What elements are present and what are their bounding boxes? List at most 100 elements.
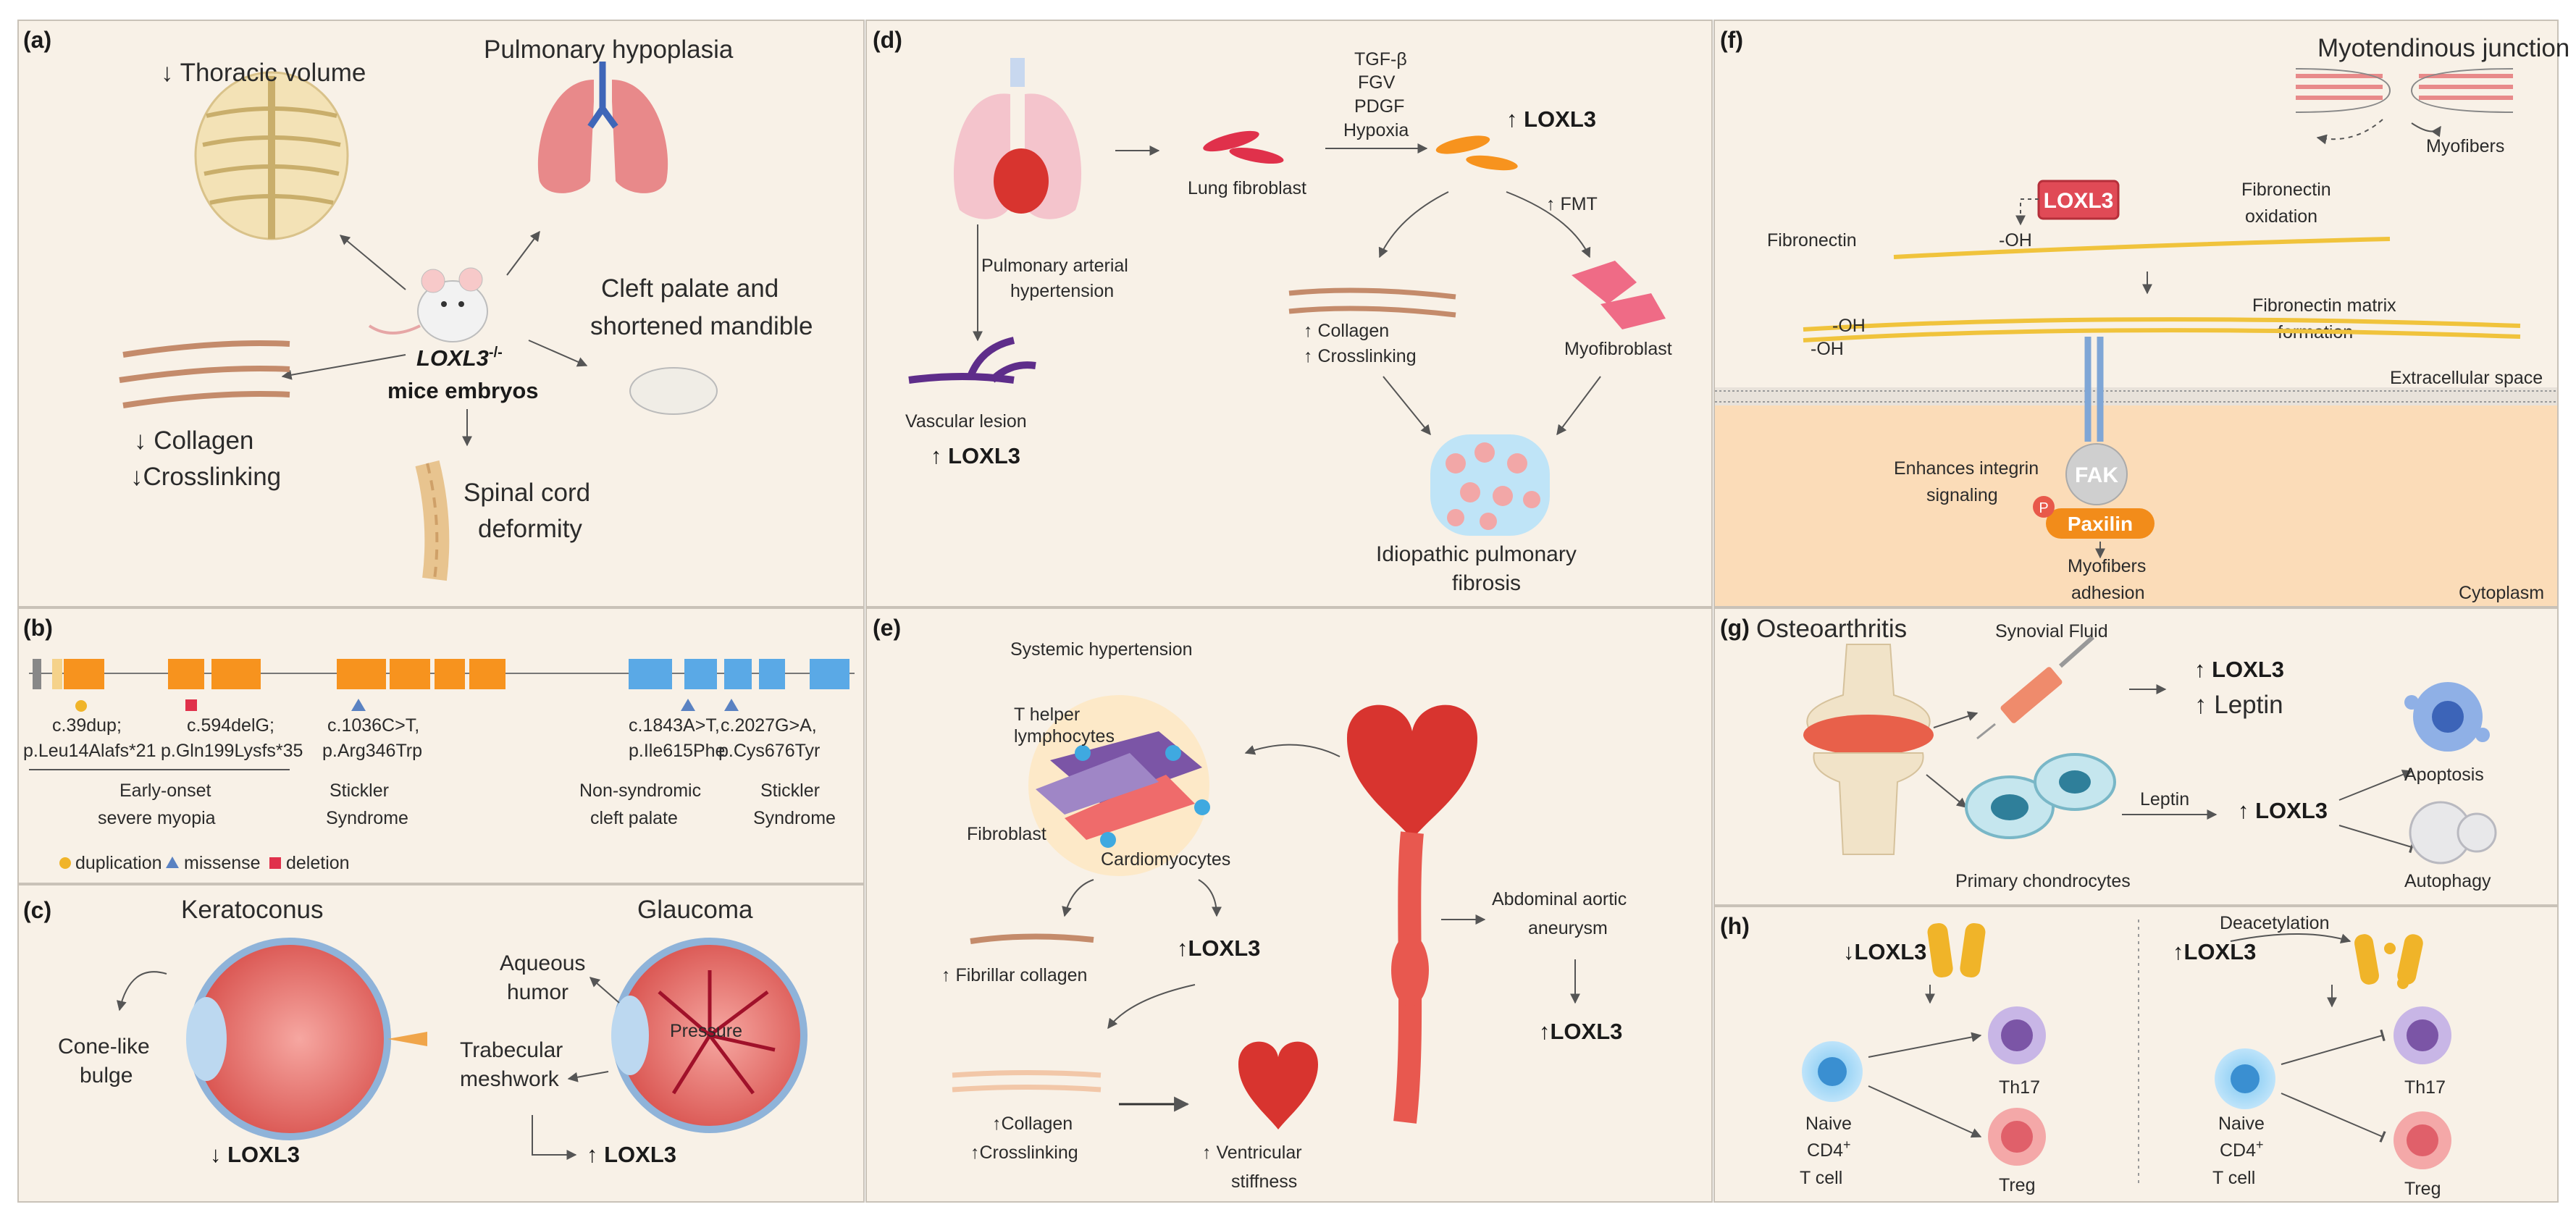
oh-text-2: -OH [1832,316,1866,336]
autophagy-text: Autophagy [2404,871,2491,891]
legend-missense-icon [166,857,179,868]
h-naive-left-1: Naive [1805,1114,1852,1134]
factor-hypoxia-text: Hypoxia [1343,120,1409,140]
stat3-dimer-icon [1927,922,1986,978]
collagen-fibril-icon [1288,287,1456,318]
mutation-2-line-2: p.Gln199Lysfs*35 [161,741,303,761]
spinal-cord-text: Spinal cord [463,479,590,507]
activated-fibroblast-icon [1435,135,1518,171]
disease-4-line-1: Stickler [760,781,820,801]
cell-cluster-icon [1036,731,1210,848]
panel-e-label: (e) [873,615,901,641]
ribcage-icon [194,71,349,240]
lymphocytes-text: lymphocytes [1014,726,1115,746]
paxilin-label: Paxilin [2068,513,2133,535]
fmt-text: ↑ FMT [1546,194,1598,214]
e-collagen-text: ↑Collagen [992,1114,1073,1134]
lung-fibroblast-icon [1203,130,1284,164]
disease-4-line-2: Syndrome [753,808,836,828]
lung-fibroblast-text: Lung fibroblast [1188,178,1306,198]
integrin-text-2: signaling [1926,485,1998,505]
adhesion-text-1: Myofibers [2068,556,2146,576]
spine-icon [415,460,450,581]
fak-icon [2065,443,2128,505]
leptin-text: ↑ Leptin [2194,691,2283,719]
missense-marker-icon [681,699,695,711]
fox-text-2: oxidation [2245,206,2317,227]
mutation-3-line-1: c.1036C>T, [327,715,419,736]
keratoconus-loxl3-text: ↓ LOXL3 [210,1142,300,1167]
phosphate-icon [2033,496,2055,518]
panel-f-label: (f) [1720,27,1743,53]
cardiomyocytes-text: Cardiomyocytes [1101,849,1230,870]
fak-label: FAK [2075,463,2118,487]
e-loxl3-text: ↑LOXL3 [1177,935,1260,961]
integrin-icon [2084,337,2104,442]
mtj-text: Myotendinous junction [2317,34,2569,62]
autophagy-cell-icon [2409,801,2497,864]
osteoarthritis-text: Osteoarthritis [1756,615,1907,643]
eye-glaucoma-icon [611,938,807,1133]
h-th17-right: Th17 [2404,1077,2446,1098]
factor-pdgf-text: PDGF [1354,96,1404,117]
h-loxl3-down-text: ↓LOXL3 [1843,939,1926,964]
eye-keratoconus-icon [186,938,427,1140]
h-loxl3-up-text: ↑LOXL3 [2173,939,2256,964]
aaa-loxl3-text: ↑LOXL3 [1539,1019,1622,1044]
cytoplasm-region [1715,405,2557,606]
oh-text-1: -OH [1999,230,2032,251]
t-helper-text: T helper [1014,704,1080,725]
fibronectin-fiber-icon [1893,237,2391,259]
e-crosslinking-text: ↑Crosslinking [970,1143,1078,1163]
apoptosis-cell-icon [2404,682,2490,752]
stat3-monomer-icon [2354,934,2423,989]
h-naive-left-2: CD4+ [1807,1137,1851,1161]
leptin-arrow-text: Leptin [2140,789,2189,809]
pah-text-2: hypertension [1010,281,1114,301]
h-naive-left-3: T cell [1800,1168,1842,1188]
oh-text-3: -OH [1811,339,1844,359]
panel-h-label: (h) [1720,913,1750,939]
vascular-loxl3-text: ↑ LOXL3 [931,443,1020,468]
factor-fgv-text: FGV [1358,72,1396,93]
matrix-text-1: Fibronectin matrix [2252,295,2396,316]
vascular-lesion-text: Vascular lesion [905,411,1027,432]
lung-heart-icon [953,58,1082,219]
mouse-icon [368,267,488,342]
ipf-text-2: fibrosis [1452,571,1521,595]
fibroblast-text: Fibroblast [967,824,1046,844]
stiffness-text: stiffness [1231,1171,1297,1192]
h-th17-left: Th17 [1999,1077,2040,1098]
vascular-lesion-icon [908,337,1036,384]
myotendinous-junction-icon [2295,68,2514,113]
h-naive-right-2: CD4+ [2220,1137,2264,1161]
synovial-fluid-text: Synovial Fluid [1995,621,2108,641]
pressure-text: Pressure [670,1021,742,1041]
skull-icon [629,367,718,415]
panel-c-label: (c) [23,897,51,923]
f-loxl3-label: LOXL3 [2044,189,2114,213]
factor-tgf-text: TGF-β [1354,49,1407,70]
heart-aorta-icon [1347,704,1477,1124]
mutation-1-line-2: p.Leu14Alafs*21 [23,741,156,761]
meshwork-text: meshwork [460,1067,560,1091]
gene-exon-map [33,659,849,689]
cleft-palate-text-2: shortened mandible [590,312,813,340]
legend-missense: missense [184,853,261,873]
mutation-1-line-1: c.39dup; [52,715,122,736]
chondrocytes-text: Primary chondrocytes [1955,871,2131,891]
ipf-text-1: Idiopathic pulmonary [1376,542,1577,566]
missense-marker-icon [351,699,366,711]
cone-like-text: Cone-like [58,1035,150,1059]
ventricular-text: ↑ Ventricular [1202,1143,1302,1163]
collagen-text: ↓ Collagen [134,426,253,455]
fibronectin-matrix-icon [1803,317,2521,342]
collagen-fibril-icon [119,340,290,408]
glaucoma-loxl3-text: ↑ LOXL3 [587,1142,676,1167]
h-naive-right-1: Naive [2218,1114,2265,1134]
keratoconus-title: Keratoconus [181,896,324,924]
disease-1-line-2: severe myopia [98,808,216,828]
myofibers-text: Myofibers [2426,136,2504,156]
fox-text-1: Fibronectin [2241,180,2331,200]
